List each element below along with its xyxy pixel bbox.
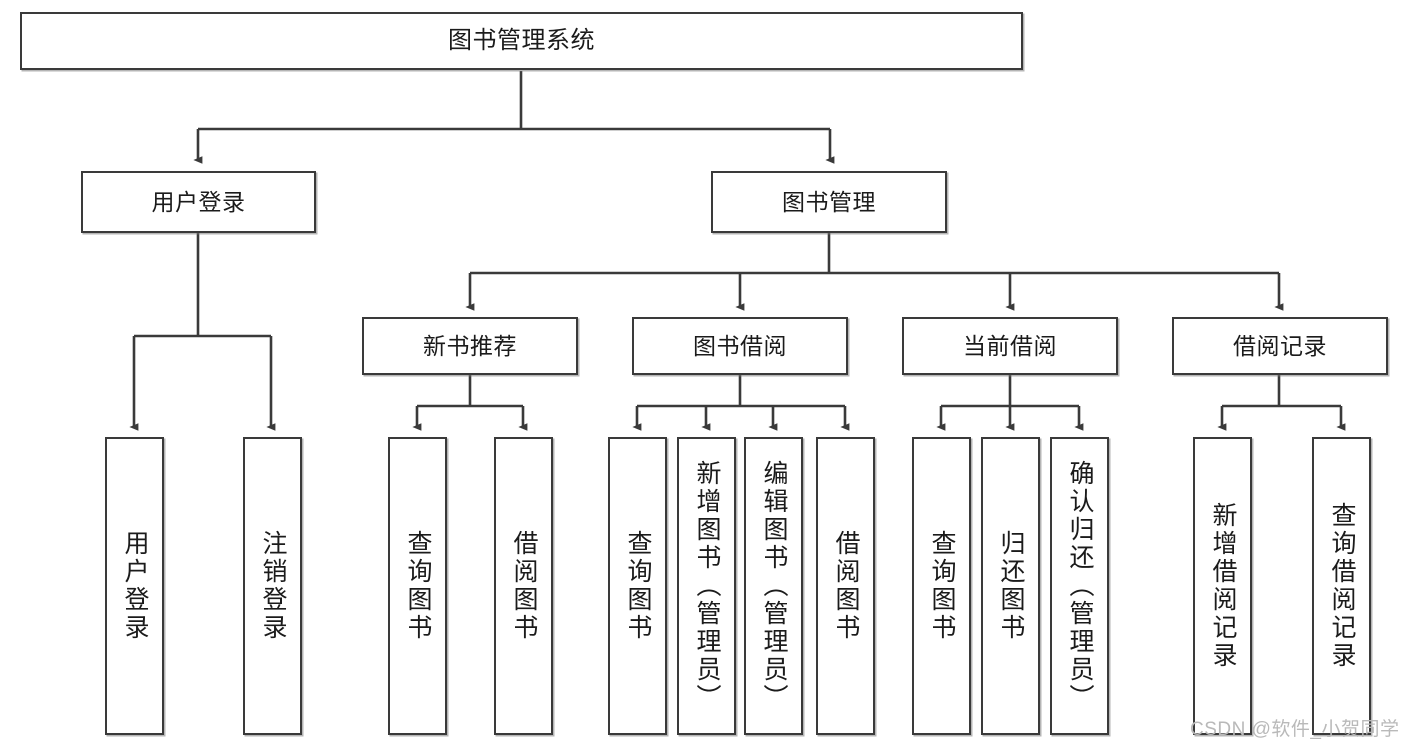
node-user-login[interactable]: 用户登录 — [81, 171, 316, 233]
node-label: 图书借阅 — [693, 332, 787, 359]
node-leaf-logout[interactable]: 注销登录 — [243, 437, 302, 735]
node-label: 查询借阅记录 — [1328, 502, 1356, 670]
node-borrow-record[interactable]: 借阅记录 — [1172, 317, 1388, 375]
node-leaf-add-book-admin[interactable]: 新增图书（管理员） — [677, 437, 736, 735]
node-leaf-borrow-book[interactable]: 借阅图书 — [816, 437, 875, 735]
node-label: 查询图书 — [928, 530, 956, 642]
node-book-borrow[interactable]: 图书借阅 — [632, 317, 848, 375]
node-label: 编辑图书（管理员） — [760, 460, 788, 712]
node-leaf-return-book[interactable]: 归还图书 — [981, 437, 1040, 735]
node-label: 图书管理系统 — [448, 27, 595, 55]
node-label: 用户登录 — [121, 530, 149, 642]
node-leaf-borrow-book-recommend[interactable]: 借阅图书 — [494, 437, 553, 735]
node-label: 归还图书 — [997, 530, 1025, 642]
node-label: 查询图书 — [404, 530, 432, 642]
node-label: 新增图书（管理员） — [693, 460, 721, 712]
node-leaf-query-book-current[interactable]: 查询图书 — [912, 437, 971, 735]
node-leaf-edit-book-admin[interactable]: 编辑图书（管理员） — [744, 437, 803, 735]
node-label: 查询图书 — [624, 530, 652, 642]
node-leaf-query-book-recommend[interactable]: 查询图书 — [388, 437, 447, 735]
node-leaf-confirm-return-admin[interactable]: 确认归还（管理员） — [1050, 437, 1109, 735]
node-label: 新增借阅记录 — [1209, 502, 1237, 670]
node-leaf-user-login[interactable]: 用户登录 — [105, 437, 164, 735]
node-leaf-query-book-borrow[interactable]: 查询图书 — [608, 437, 667, 735]
node-book-management[interactable]: 图书管理 — [711, 171, 947, 233]
node-label: 注销登录 — [259, 530, 287, 642]
node-leaf-query-borrow-record[interactable]: 查询借阅记录 — [1312, 437, 1371, 735]
node-label: 借阅图书 — [832, 530, 860, 642]
node-label: 新书推荐 — [423, 332, 517, 359]
node-label: 借阅记录 — [1233, 332, 1327, 359]
node-current-borrow[interactable]: 当前借阅 — [902, 317, 1118, 375]
node-label: 图书管理 — [782, 188, 876, 215]
node-new-book-recommend[interactable]: 新书推荐 — [362, 317, 578, 375]
node-label: 借阅图书 — [510, 530, 538, 642]
node-root-book-management-system[interactable]: 图书管理系统 — [20, 12, 1023, 70]
node-label: 当前借阅 — [963, 332, 1057, 359]
node-label: 确认归还（管理员） — [1066, 460, 1094, 712]
csdn-watermark: CSDN @软件_小贺同学 — [1190, 719, 1400, 740]
node-label: 用户登录 — [151, 188, 246, 215]
node-leaf-add-borrow-record[interactable]: 新增借阅记录 — [1193, 437, 1252, 735]
